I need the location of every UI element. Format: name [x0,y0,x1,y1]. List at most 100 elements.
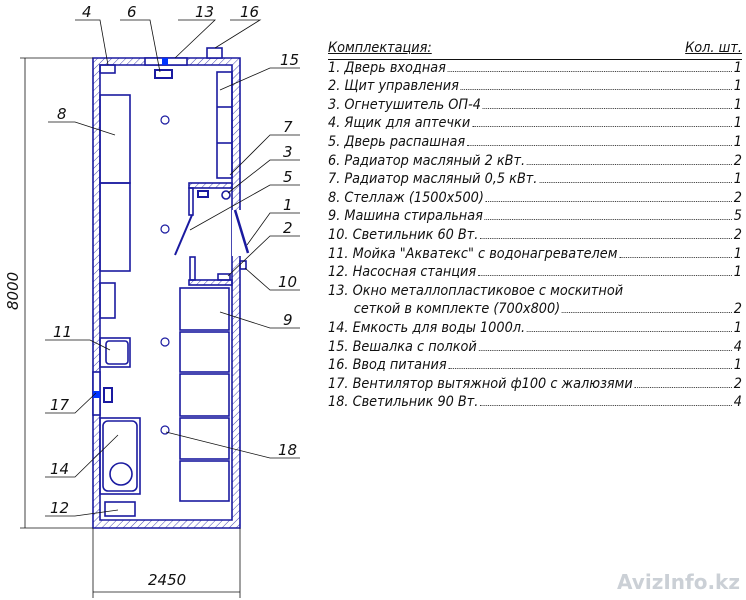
leader-dots [478,339,732,351]
spec-item: 17. Вентилятор вытяжной ф100 с жалюзями 2 [328,376,742,395]
spec-item: сеткой в комплекте (700х800) 2 [328,301,742,320]
spec-item-qty: 1 [733,264,742,281]
spec-item: 16. Ввод питания 1 [328,357,742,376]
spec-item-qty: 1 [733,171,742,188]
spec-item-qty: 4 [733,394,742,411]
callout-17: 17 [50,396,70,414]
extinguisher-3 [221,190,231,200]
callout-6: 6 [127,3,137,21]
washing-machines-9 [179,287,230,502]
spec-item-name: 8. Стеллаж (1500х500) [328,189,484,206]
sink-11 [99,337,131,368]
dim-length: 8000 [4,272,22,310]
callout-13: 13 [195,3,214,21]
spec-item: 15. Вешалка с полкой 4 [328,339,742,358]
spec-item: 6. Радиатор масляный 2 кВт.2 [328,153,742,172]
spec-item-qty: 2 [733,301,742,318]
spec-item: 14. Емкость для воды 1000л.1 [328,320,742,339]
radiator-7 [197,190,209,198]
spec-item-name: 6. Радиатор масляный 2 кВт. [328,152,526,169]
spec-item-name: сеткой в комплекте (700х800) [353,301,561,318]
callout-14: 14 [50,460,69,478]
lights-18 [160,115,170,435]
spec-item-qty: 1 [733,96,742,113]
leader-dots [477,264,732,277]
spec-item-qty: 1 [733,59,742,76]
leader-dots [460,78,732,91]
dimensions [20,19,300,598]
leader-dots [480,394,732,407]
spec-title: Комплектация: [328,40,432,56]
callout-15: 15 [280,51,299,69]
spec-item: 1. Дверь входная 1 [328,60,742,79]
leader-dots [480,227,732,239]
spec-item: 8. Стеллаж (1500х500)2 [328,190,742,209]
watermark: AvizInfo.kz [617,570,740,594]
partition-upper [188,182,233,189]
spec-item-name: 7. Радиатор масляный 0,5 кВт. [328,171,538,188]
spec-item-name: 12. Насосная станция [328,264,477,281]
spec-item-qty: 2 [733,226,742,243]
callout-12: 12 [50,499,69,517]
spec-header: Комплектация: Кол. шт. [328,40,742,60]
leader-dots [447,60,732,72]
spec-item: 13. Окно металлопластиковое с москитной [328,283,742,302]
callout-4: 4 [82,3,92,21]
callout-labels: 4 6 13 16 15 8 7 3 5 1 2 10 9 11 17 18 1… [50,3,299,517]
spec-item-name: 16. Ввод питания [328,357,447,374]
fan-17 [103,387,113,403]
spec-item: 7. Радиатор масляный 0,5 кВт. 1 [328,171,742,190]
callout-2: 2 [283,219,293,237]
leader-dots [448,357,732,370]
water-tank-14 [99,417,141,495]
callout-10: 10 [278,273,297,291]
callout-16: 16 [240,3,259,21]
pump-12 [104,501,136,517]
spec-item-name: 2. Щит управления [328,78,459,95]
partition-lower [188,279,233,286]
spec-item: 18. Светильник 90 Вт. 4 [328,394,742,413]
leader-dots [526,320,732,332]
spec-item-name: 15. Вешалка с полкой [328,338,477,355]
leader-dots [484,208,732,221]
entry-door-1 [233,209,250,254]
spec-item-qty: 1 [733,357,742,374]
spec-item-qty: 5 [733,208,742,225]
callout-3: 3 [283,143,293,161]
leader-dots [466,134,732,146]
spec-item-qty: 1 [733,245,742,262]
spec-item-qty: 2 [733,375,742,392]
leader-dots [485,190,732,202]
spec-item: 10. Светильник 60 Вт.2 [328,227,742,246]
spec-item-name: 1. Дверь входная [328,59,446,76]
spec-item-name: 17. Вентилятор вытяжной ф100 с жалюзями [328,375,633,392]
shelf-8b [99,182,131,272]
spec-item-qty: 1 [733,115,742,132]
leader-dots [619,246,732,258]
spec-item-name: 18. Светильник 90 Вт. [328,394,479,411]
callout-18: 18 [278,441,297,459]
door-opening [232,210,241,256]
callout-7: 7 [283,118,293,136]
panel-2 [217,273,231,281]
spec-item: 3. Огнетушитель ОП-4 1 [328,97,742,116]
spec-item-qty: 4 [733,338,742,355]
leader-dots [634,376,732,388]
callout-8: 8 [57,105,67,123]
callout-9: 9 [283,311,293,329]
callout-5: 5 [283,168,293,186]
spec-item-qty: 1 [733,319,742,336]
spec-item-name: 5. Дверь распашная [328,133,466,150]
spec-item-name: 3. Огнетушитель ОП-4 [328,96,481,113]
radiator-6 [154,69,173,79]
leader-dots [482,97,732,109]
leader-dots [472,115,732,128]
floor-plan: 8000 2450 4 6 13 16 15 8 7 3 5 1 2 10 9 … [4,3,300,598]
leader-dots [562,301,732,314]
